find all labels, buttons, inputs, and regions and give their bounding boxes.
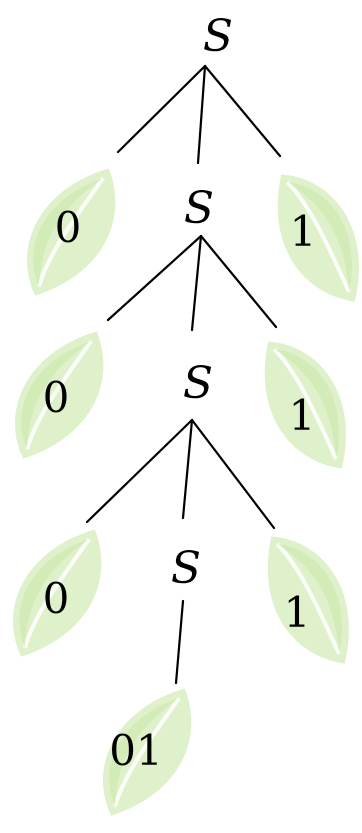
edge-s1-right [199,234,278,329]
leaf-left-3-label: 0 [43,574,70,623]
node-s-3: S [171,543,201,594]
leaf-right-3-label: 1 [284,588,311,637]
leaf-right-1-label: 1 [290,207,317,256]
edge-s1-left [106,234,203,322]
leaf-final-label: 01 [109,726,162,775]
edge-root-left [116,64,207,154]
edge-s1-middle [190,234,203,332]
edge-s3-final [174,599,185,685]
edge-root-right [203,64,282,158]
edge-s2-left [85,418,194,524]
node-s-2: S [183,358,213,409]
leaf-left-2-label: 0 [43,373,70,422]
edge-s2-right [190,418,276,530]
edge-s2-middle [181,418,194,520]
leaf-right-2-label: 1 [289,391,316,440]
edge-root-middle [196,64,207,165]
node-root-s: S [203,11,233,62]
leaf-left-1-label: 0 [55,203,82,252]
node-s-1: S [184,183,214,234]
